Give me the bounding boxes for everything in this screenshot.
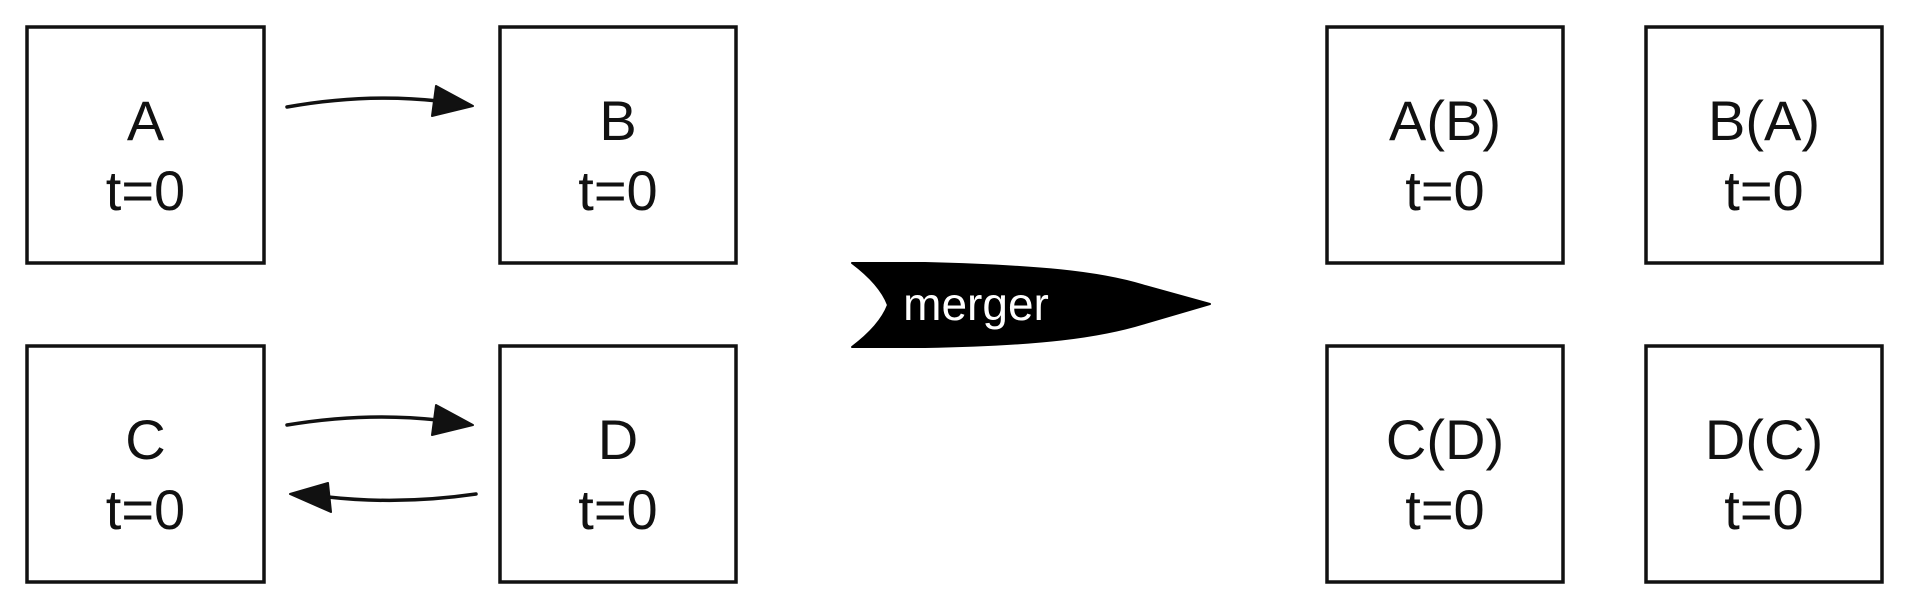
node-a-b: A(B) t=0 (1325, 25, 1565, 265)
node-b-name: B (599, 89, 636, 152)
node-d-time: t=0 (578, 478, 657, 541)
node-d-c: D(C) t=0 (1644, 344, 1884, 584)
edge-c-to-d (285, 404, 474, 436)
node-c: C t=0 (25, 344, 266, 584)
node-a-name: A (127, 89, 165, 152)
node-a-time: t=0 (106, 159, 185, 222)
node-b-a-time: t=0 (1724, 159, 1803, 222)
node-a-b-name: A(B) (1389, 89, 1501, 152)
node-a: A t=0 (25, 25, 266, 265)
node-b-a: B(A) t=0 (1644, 25, 1884, 265)
node-c-d-time: t=0 (1405, 478, 1484, 541)
node-b-time: t=0 (578, 159, 657, 222)
merger-label: merger (903, 278, 1049, 330)
node-b-a-name: B(A) (1708, 89, 1820, 152)
node-d: D t=0 (498, 344, 738, 584)
node-d-name: D (598, 408, 638, 471)
edge-a-to-b (285, 85, 474, 117)
node-c-name: C (125, 408, 165, 471)
node-d-c-time: t=0 (1724, 478, 1803, 541)
node-c-d: C(D) t=0 (1325, 344, 1565, 584)
edge-d-to-c (289, 482, 478, 513)
node-d-c-name: D(C) (1705, 408, 1823, 471)
node-a-b-time: t=0 (1405, 159, 1484, 222)
merger-arrow: merger (851, 262, 1211, 348)
node-c-time: t=0 (106, 478, 185, 541)
node-b: B t=0 (498, 25, 738, 265)
node-c-d-name: C(D) (1386, 408, 1504, 471)
